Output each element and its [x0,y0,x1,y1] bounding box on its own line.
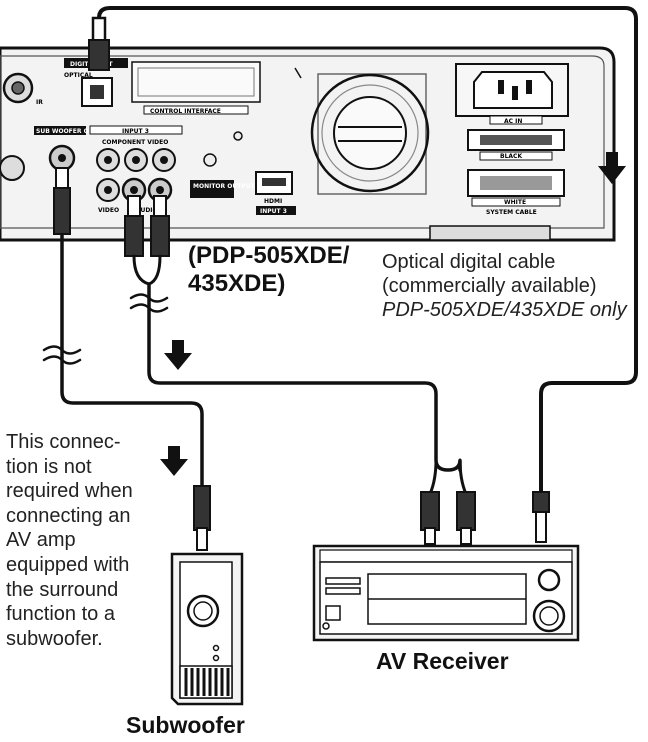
audio-cable [124,195,476,545]
optical-label: OPTICAL [64,72,93,79]
subwoofer-device [170,552,244,706]
optical-cable [88,6,638,543]
subwoofer-cable [42,167,211,551]
system-cable-label: SYSTEM CABLE [486,209,537,216]
cooling-fan [294,67,430,195]
direction-arrows [160,152,626,476]
connection-note-line: the surround [6,578,119,601]
optical-note-line-3: PDP-505XDE/435XDE only [382,299,627,321]
arrow-down-icon [164,340,192,370]
connection-note-line: subwoofer. [6,627,103,650]
ir-label: IR [36,99,43,106]
ir-jack: IR [2,72,43,106]
connection-note-line: connecting an [6,504,131,527]
av-receiver-title: AV Receiver [376,648,509,674]
control-interface-port: CONTROL INTERFACE [131,61,261,115]
system-cable-white-port: WHITE SYSTEM CABLE [467,169,565,216]
subwoofer-title: Subwoofer [126,712,245,738]
display-rear-panel: IR DIGITAL OUT OPTICAL CONTROL INTERFACE… [0,46,616,242]
video-label: VIDEO [98,207,119,214]
white-label: WHITE [504,199,526,206]
component-video-label: COMPONENT VIDEO [102,139,168,146]
sub-woofer-output-label: SUB WOOFER OUTPUT [36,128,112,135]
connection-note-line: AV amp [6,529,76,552]
arrow-down-icon [160,446,188,476]
input3-jacks: INPUT 3 COMPONENT VIDEO VIDEO AUDIO MONI… [89,125,256,214]
hdmi-input3-label: INPUT 3 [260,208,287,215]
optical-note-line-1: Optical digital cable [382,251,556,273]
model-note: (PDP-505XDE/ 435XDE) [188,242,349,298]
audio-label: AUDIO [136,207,158,214]
ac-in-label: AC IN [504,118,522,125]
connection-note-line: function to a [6,603,115,626]
hdmi-port: HDMI INPUT 3 [255,171,296,215]
black-label: BLACK [500,153,522,160]
monitor-label: MONITOR OUTPUT [193,183,256,190]
input3-label: INPUT 3 [122,128,149,135]
optical-cable-note: Optical digital cable (commercially avai… [382,250,627,322]
optical-note-line-2: (commercially available) [382,275,597,297]
ac-in-port: AC IN [455,63,569,125]
model-note-line-1: (PDP-505XDE/ [188,242,350,269]
arrow-down-icon [598,152,626,184]
system-cable-black-port: BLACK [467,129,565,161]
connection-note: This connec- tion is not required when c… [6,430,133,651]
connection-note-line: This connec- [6,431,121,453]
model-note-line-2: 435XDE) [188,270,286,297]
subwoofer-output-port: SUB WOOFER OUTPUT [34,126,112,172]
connection-note-line: equipped with [6,553,130,576]
connection-note-line: tion is not [6,455,92,478]
av-receiver-device [312,544,580,642]
control-interface-label: CONTROL INTERFACE [150,108,221,115]
connection-note-line: required when [6,480,133,503]
hdmi-label: HDMI [264,198,282,205]
